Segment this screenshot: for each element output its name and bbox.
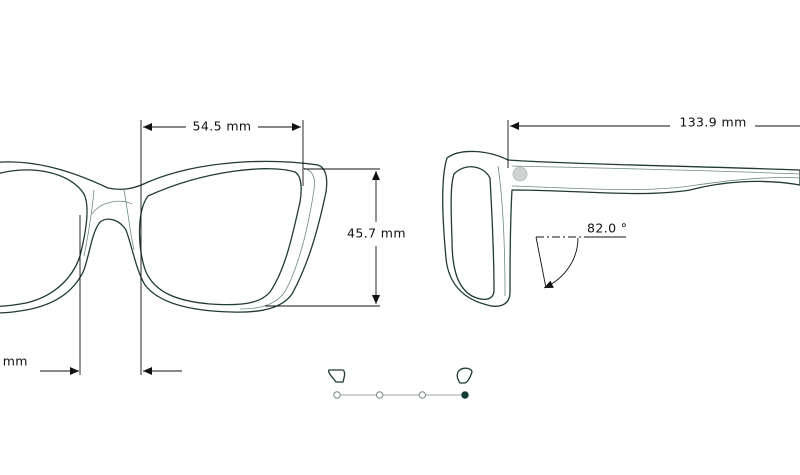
front-bridge-detail (91, 200, 133, 215)
view-step-dot-2[interactable] (375, 391, 384, 399)
view-selector (327, 367, 473, 399)
side-temple-top-line (511, 165, 800, 175)
side-frame-outline (442, 150, 800, 307)
front-view-icon[interactable] (327, 369, 346, 383)
side-dimensions (507, 120, 800, 289)
front-bridge-detail-3 (83, 189, 95, 257)
view-step-dot-4[interactable] (461, 391, 469, 399)
front-view (0, 160, 328, 314)
front-frame-outline (0, 160, 328, 314)
front-rim-detail (239, 167, 315, 310)
view-step-dot-3[interactable] (418, 391, 427, 399)
side-rim-detail (497, 165, 506, 297)
side-temple-bottom-line (511, 177, 800, 190)
bridge-width-label: 5 mm (0, 354, 28, 369)
front-lens-right (138, 168, 302, 306)
lens-width-label: 54.5 mm (193, 119, 252, 134)
side-view-icon[interactable] (456, 367, 473, 384)
front-lens-left (0, 169, 88, 307)
view-step-dot-1[interactable] (333, 391, 341, 399)
side-view (442, 150, 800, 307)
front-dimensions (40, 120, 380, 375)
hinge-screw-icon (512, 166, 528, 182)
pantoscopic-angle-label: 82.0 ° (587, 221, 627, 236)
front-bridge-detail-2 (123, 189, 135, 251)
lens-height-label: 45.7 mm (347, 226, 406, 241)
side-lens-edge (450, 166, 495, 301)
temple-length-label: 133.9 mm (679, 115, 746, 130)
